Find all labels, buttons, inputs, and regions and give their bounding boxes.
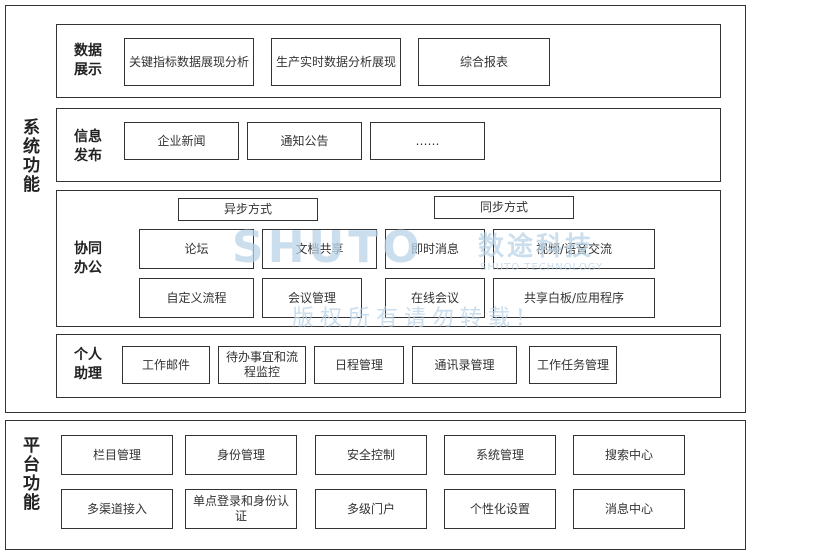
shared-whiteboard-box: 共享白板/应用程序 xyxy=(493,278,655,318)
collab-office-label: 协同 办公 xyxy=(74,241,102,276)
work-task-management-box: 工作任务管理 xyxy=(529,346,617,384)
personal-assistant-label: 个人 助理 xyxy=(74,347,102,382)
more-info-box: …… xyxy=(370,122,485,160)
identity-management-box: 身份管理 xyxy=(185,435,297,475)
company-news-box: 企业新闻 xyxy=(124,122,239,160)
sso-authentication-box: 单点登录和身份认证 xyxy=(185,489,297,529)
info-publish-label: 信息 发布 xyxy=(74,129,102,164)
system-management-box: 系统管理 xyxy=(444,435,556,475)
personalization-settings-box: 个性化设置 xyxy=(444,489,556,529)
column-management-box: 栏目管理 xyxy=(61,435,173,475)
forum-box: 论坛 xyxy=(139,229,254,269)
meeting-management-box: 会议管理 xyxy=(262,278,362,318)
async-mode-box: 异步方式 xyxy=(178,198,318,221)
instant-message-box: 即时消息 xyxy=(385,229,485,269)
todo-workflow-monitor-box: 待办事宜和流程监控 xyxy=(218,346,306,384)
data-display-label: 数据 展示 xyxy=(74,43,102,78)
sync-mode-box: 同步方式 xyxy=(434,196,574,219)
multichannel-access-box: 多渠道接入 xyxy=(61,489,173,529)
video-voice-box: 视频/语音交流 xyxy=(493,229,655,269)
key-metrics-analysis-box: 关键指标数据展现分析 xyxy=(124,38,254,86)
schedule-management-box: 日程管理 xyxy=(314,346,404,384)
work-email-box: 工作邮件 xyxy=(122,346,210,384)
custom-workflow-box: 自定义流程 xyxy=(139,278,254,318)
message-center-box: 消息中心 xyxy=(573,489,685,529)
comprehensive-report-box: 综合报表 xyxy=(418,38,550,86)
multilevel-portal-box: 多级门户 xyxy=(315,489,427,529)
system-functions-label: 系统功能 xyxy=(19,118,39,194)
document-share-box: 文档共享 xyxy=(262,229,377,269)
online-meeting-box: 在线会议 xyxy=(385,278,485,318)
security-control-box: 安全控制 xyxy=(315,435,427,475)
realtime-production-analysis-box: 生产实时数据分析展现 xyxy=(271,38,401,86)
contacts-management-box: 通讯录管理 xyxy=(412,346,517,384)
search-center-box: 搜索中心 xyxy=(573,435,685,475)
notice-box: 通知公告 xyxy=(247,122,362,160)
platform-functions-label: 平台功能 xyxy=(19,436,39,512)
